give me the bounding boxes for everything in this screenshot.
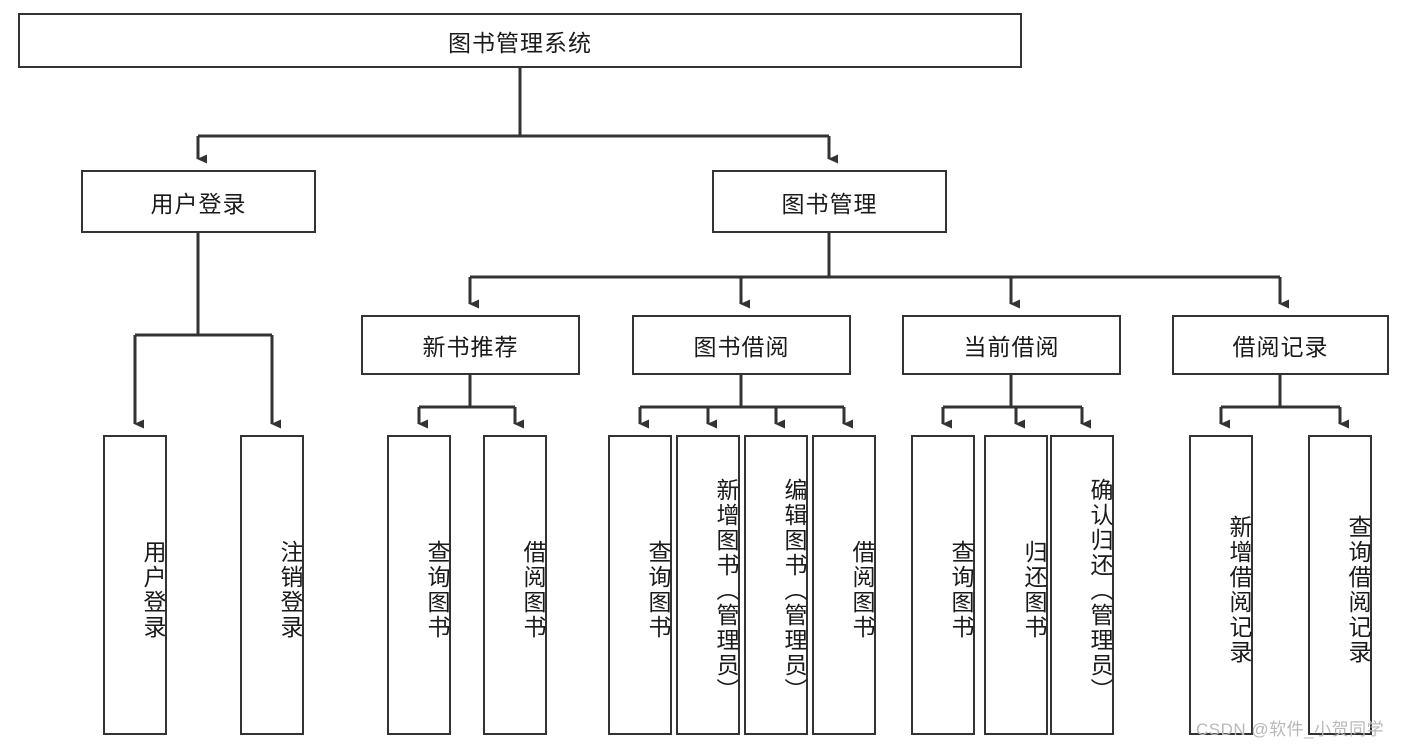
node-borrow-record-label: 借阅记录 [1232,334,1329,360]
node-leaf-borrow-book-a[interactable]: 借阅图书 [483,435,547,735]
node-leaf-user-login-label: 用户登录 [140,540,166,640]
node-leaf-borrow-book-b[interactable]: 借阅图书 [812,435,876,735]
node-leaf-user-login[interactable]: 用户登录 [103,435,167,735]
node-new-book-recommend[interactable]: 新书推荐 [361,315,580,375]
node-leaf-logout[interactable]: 注销登录 [240,435,304,735]
node-book-borrow[interactable]: 图书借阅 [632,315,851,375]
node-leaf-add-book-label: 新增图书（管理员） [713,477,739,703]
node-leaf-query-book-b[interactable]: 查询图书 [608,435,672,735]
node-leaf-query-record[interactable]: 查询借阅记录 [1308,435,1372,735]
node-current-borrow-label: 当前借阅 [963,334,1060,360]
node-leaf-query-book-c-label: 查询图书 [948,540,974,640]
node-leaf-query-book-c[interactable]: 查询图书 [911,435,975,735]
node-user-login[interactable]: 用户登录 [81,170,316,233]
node-book-management[interactable]: 图书管理 [712,170,947,233]
node-leaf-add-record[interactable]: 新增借阅记录 [1189,435,1253,735]
node-leaf-borrow-book-a-label: 借阅图书 [520,540,546,640]
node-leaf-confirm-return[interactable]: 确认归还（管理员） [1050,435,1114,735]
node-leaf-query-book-a-label: 查询图书 [424,540,450,640]
node-leaf-query-book-b-label: 查询图书 [645,540,671,640]
node-book-borrow-label: 图书借阅 [693,334,790,360]
node-leaf-return-book-label: 归还图书 [1021,540,1047,640]
node-leaf-return-book[interactable]: 归还图书 [984,435,1048,735]
node-leaf-logout-label: 注销登录 [277,540,303,640]
node-user-login-label: 用户登录 [150,190,247,217]
node-root-label: 图书管理系统 [448,29,592,56]
node-borrow-record[interactable]: 借阅记录 [1172,315,1389,375]
node-book-management-label: 图书管理 [781,190,878,217]
node-leaf-query-book-a[interactable]: 查询图书 [387,435,451,735]
node-leaf-add-record-label: 新增借阅记录 [1226,515,1252,665]
node-leaf-add-book[interactable]: 新增图书（管理员） [676,435,740,735]
node-leaf-query-record-label: 查询借阅记录 [1345,515,1371,665]
node-leaf-edit-book-label: 编辑图书（管理员） [781,477,807,703]
node-leaf-edit-book[interactable]: 编辑图书（管理员） [744,435,808,735]
node-current-borrow[interactable]: 当前借阅 [902,315,1121,375]
node-leaf-confirm-return-label: 确认归还（管理员） [1087,477,1113,703]
node-root[interactable]: 图书管理系统 [18,13,1022,68]
node-new-book-recommend-label: 新书推荐 [422,334,519,360]
watermark: CSDN @软件_小贺同学 [1196,720,1385,739]
node-leaf-borrow-book-b-label: 借阅图书 [849,540,875,640]
